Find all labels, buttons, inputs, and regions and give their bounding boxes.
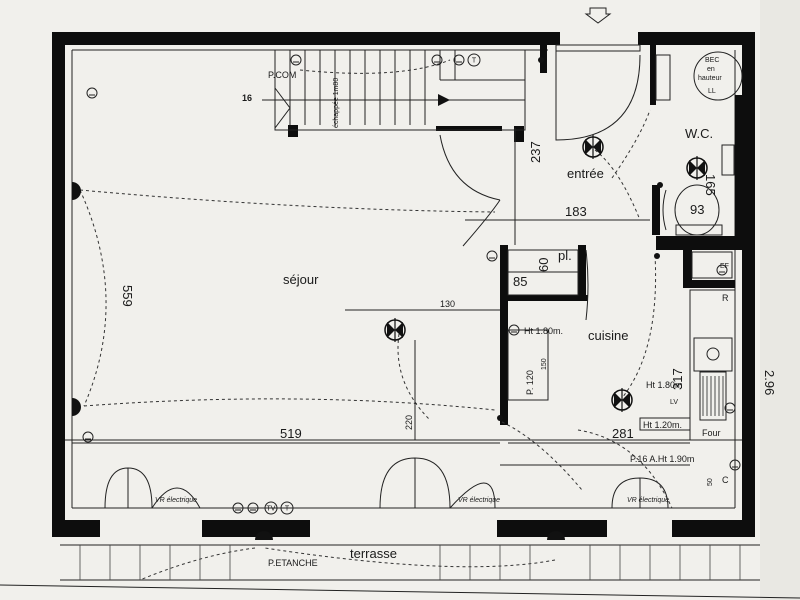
dimension-296: 2.96 [762, 370, 777, 395]
dimension-220: 220 [404, 415, 414, 430]
tv-label: TV [267, 506, 276, 513]
boiler-icon [693, 51, 743, 101]
label-ht180-a: Ht 1.80m. [524, 326, 563, 336]
placard-box [507, 249, 579, 401]
dimension-p120: P. 120 [525, 370, 535, 395]
room-label-entree: entrée [567, 166, 604, 181]
dimension-85: 85 [513, 274, 527, 289]
ceiling-light-icon [384, 318, 406, 342]
wc-fixtures [655, 51, 743, 236]
switch-icon [497, 415, 503, 421]
label-vr-electrique-1: VR électrique [155, 497, 197, 504]
label-vr-electrique-2: VR électrique [458, 497, 500, 504]
dimension-183: 183 [565, 204, 587, 219]
outlet-icon [247, 502, 259, 514]
switch-icon [538, 57, 544, 63]
room-label-terrasse: terrasse [350, 546, 397, 561]
room-label-wc: W.C. [685, 126, 713, 141]
dimension-lines [72, 128, 690, 466]
wall-light-icon [72, 398, 81, 416]
phone-socket-icon: T [280, 501, 294, 515]
label-ef: EF [720, 263, 729, 270]
room-label-cuisine: cuisine [588, 328, 628, 343]
dimension-281: 281 [612, 426, 634, 441]
outlet-icon [290, 54, 302, 66]
label-vr-electrique-3: VR électrique [627, 497, 669, 504]
ceiling-light-icon [686, 156, 708, 180]
label-pcom: P.COM [268, 70, 296, 80]
wall-light-icon [255, 531, 273, 540]
outlet-icon [729, 459, 741, 471]
wall-light-icon [72, 182, 81, 200]
outlet-icon [508, 324, 520, 336]
t-label: T [472, 58, 477, 65]
outlet-icon [431, 54, 443, 66]
dimension-559: 559 [120, 285, 135, 307]
label-c: C [722, 475, 729, 485]
t-label: T [285, 506, 290, 513]
outlet-icon [86, 87, 98, 99]
outlet-icon [724, 402, 736, 414]
outlet-icon [453, 54, 465, 66]
dimension-317: 317 [670, 368, 685, 390]
room-label-placard: pl. [558, 248, 572, 263]
label-lv: LV [670, 399, 678, 406]
label-ll: LL [708, 88, 716, 95]
label-r: R [722, 293, 729, 303]
wall-light-icon [547, 531, 565, 540]
stair-arrow-icon [438, 94, 450, 106]
terrace-railing [0, 544, 800, 599]
outlet-icon [716, 264, 728, 276]
outer-walls [52, 32, 755, 537]
outlet-icon [82, 431, 94, 443]
label-p-etanche: P.ETANCHE [268, 558, 318, 568]
dishwasher-icon [699, 371, 727, 421]
dimension-93: 93 [690, 202, 704, 217]
ceiling-light-icon [611, 388, 633, 412]
north-arrow-icon [584, 7, 612, 24]
dimension-519: 519 [280, 426, 302, 441]
dimension-60: 60 [536, 258, 551, 272]
door-swings [104, 44, 673, 509]
label-bec: BEC [705, 57, 719, 64]
switch-icon [654, 253, 660, 259]
tv-socket-icon: TV [264, 501, 278, 515]
label-ht120: Ht 1.20m. [643, 420, 682, 430]
label-stair-note: échappée 1m80 [333, 78, 340, 128]
interior-walls [288, 45, 742, 425]
label-ht180-b: Ht 1.80m [646, 380, 683, 390]
ceiling-light-icon [582, 135, 604, 159]
dimension-237: 237 [528, 141, 543, 163]
phone-socket-icon: T [467, 53, 481, 67]
outlet-icon [486, 250, 498, 262]
kitchen-fixtures [689, 251, 736, 441]
switch-icon [657, 182, 663, 188]
ht120-box [639, 417, 691, 431]
label-hauteur: hauteur [698, 75, 722, 82]
label-en: en [707, 66, 715, 73]
label-p16: P.16 A.Ht 1.90m [630, 454, 694, 464]
sink-icon [693, 337, 733, 372]
label-four: Four [702, 428, 721, 438]
dimension-150: 150 [541, 358, 548, 370]
room-label-sejour: séjour [283, 272, 319, 287]
paper-edge [760, 0, 800, 600]
dimension-130: 130 [440, 299, 455, 309]
staircase [262, 49, 526, 131]
dimension-50: 50 [707, 478, 714, 486]
label-step-count: 16 [242, 93, 252, 103]
dimension-165: 165 [703, 174, 718, 196]
outlet-icon [232, 502, 244, 514]
